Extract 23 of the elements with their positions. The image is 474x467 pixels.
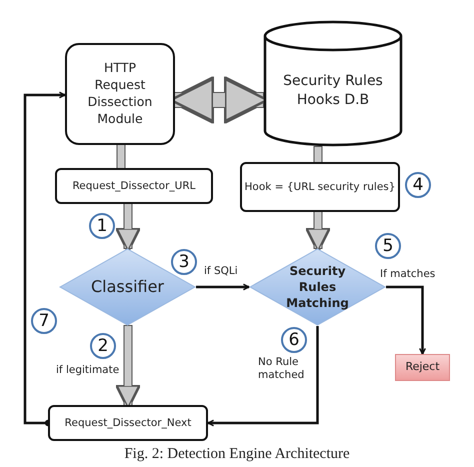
arrow	[196, 284, 250, 290]
step-number: 7	[31, 308, 57, 334]
module-box: HTTP Request Dissection Module	[65, 43, 175, 145]
step-number: 3	[171, 249, 197, 275]
arrow	[24, 92, 66, 426]
edge-label: if legitimate	[56, 364, 120, 378]
block-arrow	[116, 204, 140, 251]
database-cylinder: Security Rules Hooks D.B	[263, 20, 403, 147]
step-number: 1	[89, 213, 115, 239]
block-arrow	[306, 212, 330, 251]
step-number: 5	[375, 233, 401, 259]
reject-box: Reject	[395, 354, 450, 381]
process-box: Request_Dissector_URL	[55, 168, 213, 204]
block-arrow	[116, 326, 140, 408]
process-box: Hook = {URL security rules}	[240, 162, 400, 212]
figure-caption: Fig. 2: Detection Engine Architecture	[123, 446, 351, 463]
step-number: 4	[405, 172, 431, 198]
process-box: Request_Dissector_Next	[48, 405, 208, 441]
arrow	[207, 326, 319, 426]
arrow	[386, 286, 426, 355]
edge-label: if SQLi	[204, 265, 238, 278]
step-number: 6	[281, 327, 307, 353]
step-number: 2	[90, 333, 116, 359]
